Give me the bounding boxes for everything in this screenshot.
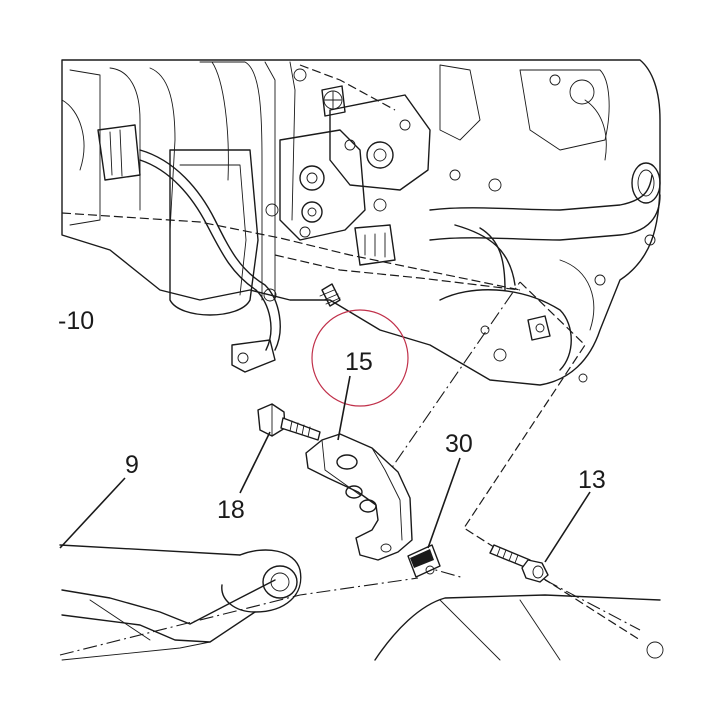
- callout-15: 15: [345, 348, 373, 376]
- assembly-guide-lines: [59, 64, 641, 656]
- callout-18: 18: [217, 496, 245, 524]
- bolt-part-18[interactable]: [257, 403, 321, 441]
- leader-lines: [59, 375, 591, 563]
- callout-30: 30: [445, 430, 473, 458]
- frame-part-9[interactable]: [59, 544, 302, 661]
- callout-13: 13: [578, 466, 606, 494]
- clip-nut-part-30[interactable]: [407, 544, 441, 578]
- engine-assembly: [61, 59, 661, 386]
- bracket-part-15[interactable]: [305, 433, 413, 561]
- callout-9: 9: [125, 451, 139, 479]
- bolt-part-13[interactable]: [489, 544, 549, 583]
- callout-10: -10: [58, 307, 94, 335]
- highlight-circle: [311, 309, 409, 407]
- side-cover-panel: [374, 594, 664, 661]
